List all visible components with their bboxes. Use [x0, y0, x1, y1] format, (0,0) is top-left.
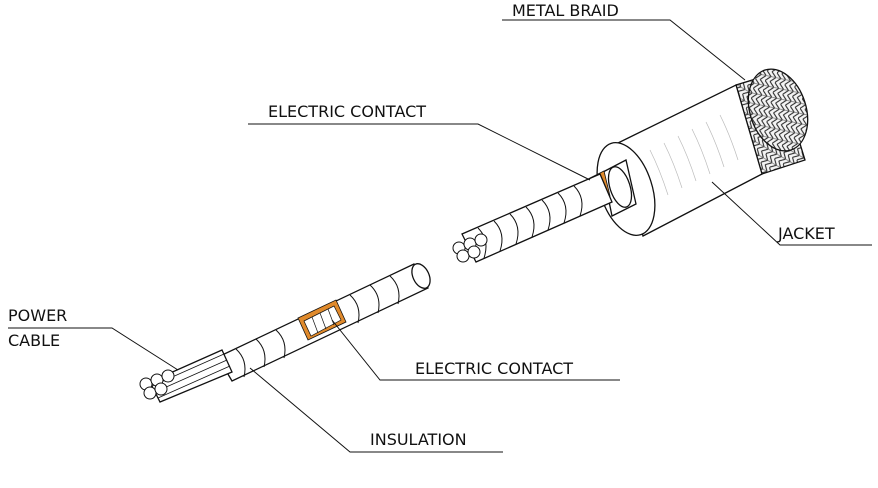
label-power-cable-line1: POWER	[8, 306, 67, 325]
leader-electric-contact-bottom	[331, 319, 620, 381]
leader-electric-contact-top	[248, 123, 591, 181]
metal-braid	[735, 68, 809, 175]
leader-lines	[8, 19, 872, 453]
label-electric-contact-top: ELECTRIC CONTACT	[268, 102, 426, 121]
leader-power-cable	[8, 327, 179, 371]
label-power-cable-line2: CABLE	[8, 331, 60, 350]
label-electric-contact-bottom: ELECTRIC CONTACT	[415, 359, 573, 378]
jacket	[596, 84, 763, 237]
lower-conductor-bundle	[149, 349, 233, 403]
label-insulation: INSULATION	[370, 430, 467, 449]
upper-cable	[452, 68, 809, 263]
leader-insulation	[249, 367, 503, 453]
label-jacket: JACKET	[777, 224, 835, 243]
lower-contact-band	[297, 299, 347, 341]
leader-metal-braid	[502, 19, 746, 81]
upper-strand-ends	[452, 233, 488, 263]
upper-spiral-conductor	[461, 173, 613, 263]
label-metal-braid: METAL BRAID	[512, 1, 619, 20]
lower-cable	[139, 263, 431, 403]
lower-strand-ends	[139, 369, 175, 400]
leader-jacket	[711, 181, 872, 246]
